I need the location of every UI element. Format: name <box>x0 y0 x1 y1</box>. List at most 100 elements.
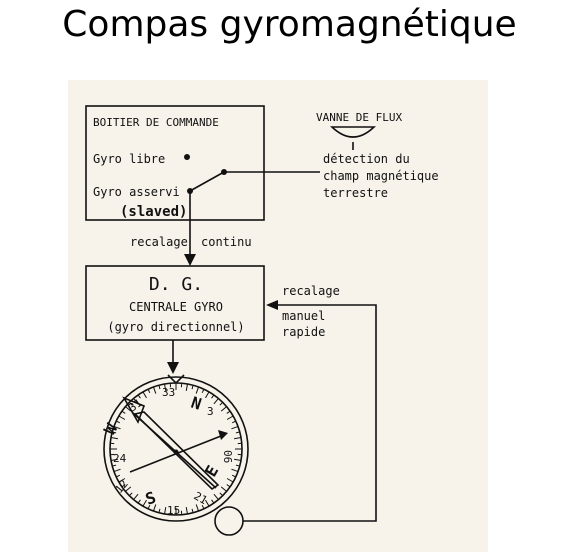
directional-gyro-line-1: D. G. <box>149 274 203 295</box>
compass-tick <box>226 415 234 420</box>
compass-tick <box>147 504 151 510</box>
detection-line-1: détection du <box>323 152 410 166</box>
compass-tick <box>211 499 215 504</box>
compass-tick <box>231 425 239 430</box>
compass-tick <box>234 437 242 440</box>
compass-tick <box>205 391 210 399</box>
compass-label-s: S <box>143 488 159 509</box>
compass-tick <box>164 383 167 391</box>
compass-label-12: 12 <box>112 477 130 496</box>
compass-tick <box>142 391 147 399</box>
compass-bezel <box>103 376 249 522</box>
compass-tick <box>158 385 161 390</box>
flux-valve-symbol <box>329 126 377 138</box>
directional-gyro-box <box>85 265 265 341</box>
compass-tick <box>137 394 141 399</box>
compass-tick <box>201 388 205 394</box>
free-gyro-label: Gyro libre <box>93 152 165 166</box>
flux-valve-label: VANNE DE FLUX <box>316 111 402 124</box>
diagram-panel <box>68 80 488 552</box>
compass-tick <box>231 420 237 424</box>
compass-tick <box>235 464 240 467</box>
selector-switch <box>189 171 225 192</box>
compass-ticks <box>110 383 242 515</box>
compass-tick <box>110 458 118 461</box>
compass-tick <box>152 386 157 394</box>
compass-tick <box>219 492 224 497</box>
control-box <box>85 105 265 221</box>
compass-tick <box>220 486 227 492</box>
compass-tick <box>133 493 139 500</box>
compass-tick <box>191 385 194 390</box>
compass-tick <box>158 508 161 513</box>
reset-knob[interactable] <box>214 506 244 536</box>
compass-tick <box>152 504 157 512</box>
needle-tip <box>122 396 146 424</box>
compass-tick <box>195 504 200 512</box>
compass-tick <box>231 474 237 478</box>
page-title: Compas gyromagnétique <box>62 4 517 45</box>
compass-tick <box>118 415 126 420</box>
compass-tick <box>113 468 121 473</box>
compass-tick <box>115 474 121 478</box>
heading-arrowhead <box>218 430 228 440</box>
compass-tick <box>112 464 117 467</box>
free-gyro-contact <box>184 154 190 160</box>
compass-label-33: 33 <box>162 386 175 399</box>
compass-tick <box>128 401 133 406</box>
compass-label-21: 21 <box>192 489 210 507</box>
compass-tick <box>137 499 141 504</box>
compass-tick <box>226 410 231 414</box>
compass-tick <box>128 492 133 497</box>
compass-tick <box>220 406 227 412</box>
compass-tick <box>185 507 188 515</box>
compass-tick <box>164 507 167 515</box>
compass-tick <box>125 486 132 492</box>
slaved-note: (slaved) <box>120 204 187 220</box>
slaved-gyro-label: Gyro asservi <box>93 185 180 199</box>
manual-reset-line-2: manuel <box>282 309 325 323</box>
manual-reset-arrowhead <box>266 300 278 310</box>
compass-tick <box>110 437 118 440</box>
compass-label-15: 15 <box>167 504 180 517</box>
lubber-line <box>167 374 185 385</box>
compass-tick <box>112 431 117 434</box>
compass-tick <box>113 425 121 430</box>
compass-tick <box>213 493 219 500</box>
compass-tick <box>226 484 231 488</box>
compass-tick <box>185 383 188 391</box>
compass-tick <box>205 499 210 507</box>
compass-tick <box>226 478 234 483</box>
compass-tick <box>211 394 215 399</box>
manual-reset-line-3: rapide <box>282 325 325 339</box>
gyro-output-arrowhead <box>167 362 179 374</box>
compass-tick <box>191 508 194 513</box>
continuous-reset-right: continu <box>201 235 252 249</box>
compass-tick <box>201 504 205 510</box>
directional-gyro-line-2: CENTRALE GYRO <box>129 300 223 314</box>
compass-tick <box>142 499 147 507</box>
compass-label-24: 24 <box>113 452 127 465</box>
compass-tick <box>213 398 219 405</box>
manual-reset-line <box>243 304 377 522</box>
compass-label-06: 06 <box>221 450 234 463</box>
compass-label-3: 3 <box>207 405 214 418</box>
compass-tick <box>118 478 126 483</box>
directional-gyro-line-3: (gyro directionnel) <box>107 320 244 334</box>
compass-tick <box>121 410 126 414</box>
compass-tick <box>234 458 242 461</box>
compass-tick <box>195 386 200 394</box>
detection-line-3: terrestre <box>323 186 388 200</box>
compass-tick <box>219 401 224 406</box>
compass-tick <box>147 388 151 394</box>
manual-reset-line-1: recalage <box>282 284 340 298</box>
detection-line-2: champ magnétique <box>323 169 439 183</box>
needle-pivot <box>173 449 179 455</box>
compass-tick <box>121 484 126 488</box>
compass-tick <box>231 468 239 473</box>
continuous-reset-arrowhead <box>184 254 196 266</box>
compass-label-n: N <box>189 393 204 414</box>
compass-tick <box>125 406 132 412</box>
compass-tick <box>115 420 121 424</box>
